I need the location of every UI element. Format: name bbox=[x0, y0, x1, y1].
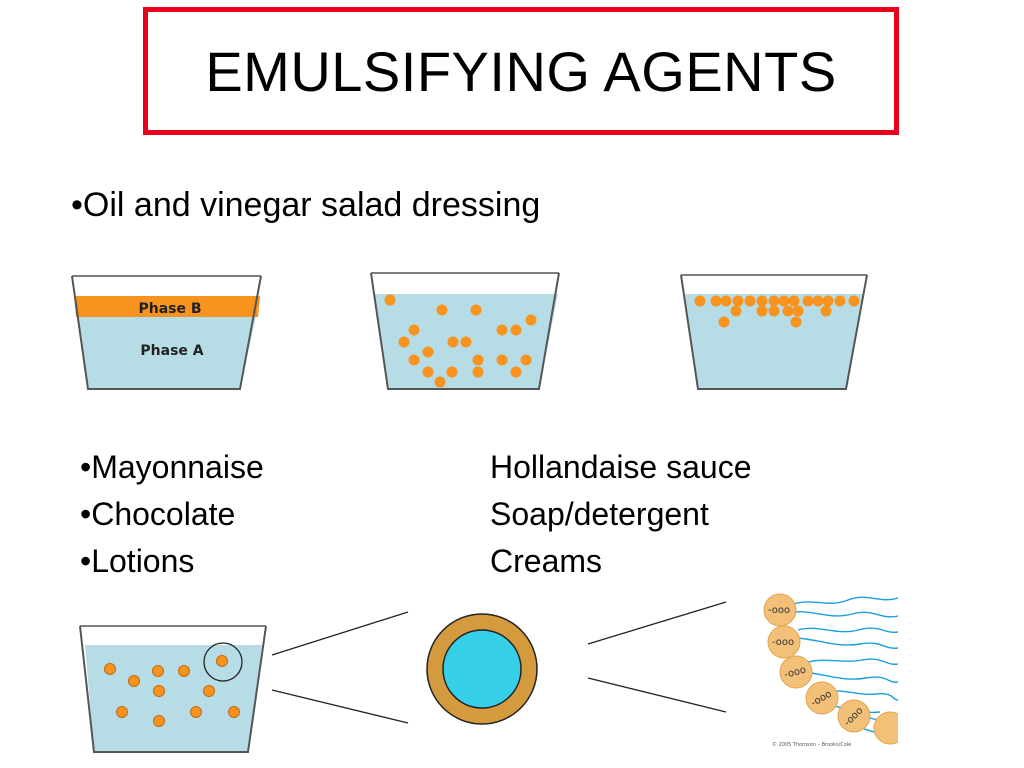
dispersed-droplets bbox=[384, 294, 537, 388]
zoom-circle bbox=[203, 642, 243, 682]
hydrophobic-tails bbox=[793, 596, 898, 739]
example-item: •Chocolate bbox=[80, 496, 236, 532]
emulsion-droplets bbox=[104, 655, 240, 727]
beaker-dispersed bbox=[370, 272, 560, 390]
example-item: Soap/detergent bbox=[490, 496, 709, 532]
intro-bullet: •Oil and vinegar salad dressing bbox=[71, 186, 541, 224]
head-label: -ooo bbox=[772, 637, 794, 648]
beaker-separated-outline bbox=[71, 275, 262, 390]
title-box: EMULSIFYING AGENTS bbox=[143, 7, 899, 135]
beaker-emulsion bbox=[79, 625, 267, 753]
emulsion-droplet-closeup bbox=[426, 613, 538, 725]
phase-b-label: Phase B bbox=[138, 301, 201, 317]
examples-list-left: •Mayonnaise •Chocolate •Lotions bbox=[80, 444, 264, 585]
surfactant-closeup: -ooo -ooo -ooo -ooo -ooo © 2005 Thomson … bbox=[763, 593, 898, 748]
beaker-separated: Phase B Phase A bbox=[71, 275, 262, 390]
beaker-separated-oil-layer bbox=[74, 296, 260, 317]
example-item: Hollandaise sauce bbox=[490, 449, 752, 485]
zoom-lines-left bbox=[271, 611, 409, 724]
examples-list-right: Hollandaise sauce Soap/detergent Creams bbox=[490, 444, 752, 585]
slide-title: EMULSIFYING AGENTS bbox=[205, 39, 837, 103]
credit-text: © 2005 Thomson – Brooks/Cole bbox=[772, 741, 851, 748]
zoom-lines-right bbox=[587, 601, 727, 713]
hydrophilic-heads bbox=[763, 593, 898, 745]
creaming-droplets bbox=[694, 295, 860, 328]
phase-a-label: Phase A bbox=[140, 343, 203, 359]
example-item: •Lotions bbox=[80, 543, 195, 579]
example-item: •Mayonnaise bbox=[80, 449, 264, 485]
beaker-creaming bbox=[680, 274, 868, 390]
head-label: -ooo bbox=[768, 605, 790, 616]
beaker-separated-water bbox=[76, 307, 258, 389]
example-item: Creams bbox=[490, 543, 603, 579]
